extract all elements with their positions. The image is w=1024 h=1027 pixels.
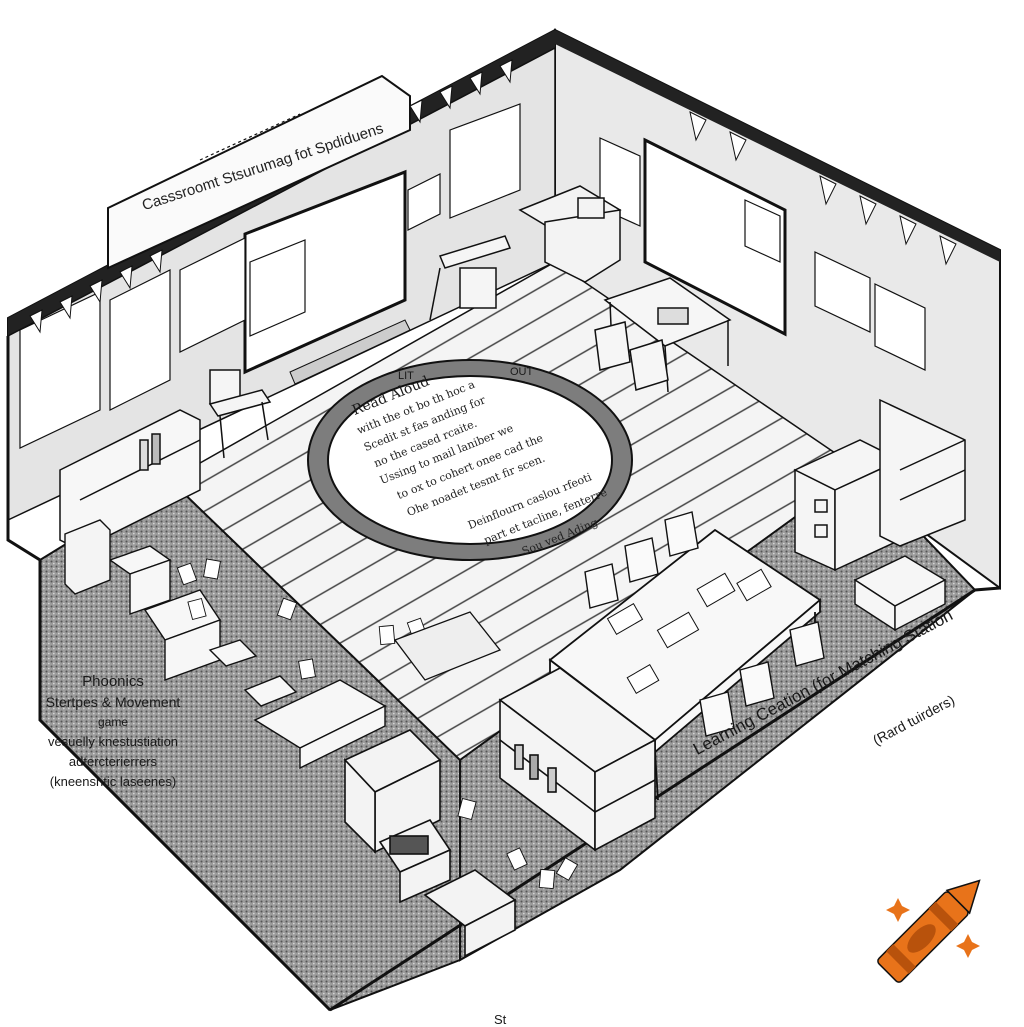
small-shelf bbox=[64, 519, 111, 595]
bottom-label: St bbox=[494, 1012, 507, 1027]
side-label-line: adtercterierrers bbox=[68, 754, 158, 769]
whiteboard-right bbox=[643, 137, 787, 337]
shelf-left bbox=[59, 409, 201, 551]
side-label-line: vesuelly knestustiation bbox=[47, 734, 179, 749]
easel bbox=[429, 235, 512, 321]
side-label-line: Phoonics bbox=[82, 673, 144, 690]
left-bins bbox=[343, 729, 517, 958]
side-box bbox=[853, 555, 947, 632]
rug-tab: OUT bbox=[510, 366, 534, 378]
bookshelf-front bbox=[498, 667, 657, 852]
card-mat bbox=[393, 611, 502, 681]
side-label-line: game bbox=[97, 715, 129, 729]
table-materials bbox=[606, 568, 772, 694]
whiteboard-left bbox=[243, 169, 411, 385]
wall-posters-left bbox=[19, 103, 521, 449]
left-desks bbox=[108, 545, 387, 770]
sparkle-icon bbox=[886, 898, 980, 958]
phonics-station-label: Phoonics Stertpes & Movement game vesuel… bbox=[8, 672, 218, 792]
teacher-chair bbox=[208, 369, 272, 459]
crayon-icon bbox=[877, 879, 981, 983]
rug-tab: LIT bbox=[398, 370, 414, 382]
side-label-line: Stertpes & Movement bbox=[45, 694, 181, 710]
small-table bbox=[594, 277, 732, 393]
bunting-right bbox=[689, 111, 957, 266]
cabinet-right bbox=[793, 398, 966, 572]
wall-sign-board bbox=[107, 74, 411, 270]
group-table-chairs bbox=[584, 511, 825, 737]
bunting-left bbox=[29, 59, 513, 334]
scattered-cards bbox=[176, 558, 579, 890]
side-label-line: (kneensntic laseenes) bbox=[49, 774, 177, 789]
teacher-desk bbox=[518, 185, 622, 283]
read-aloud-rug bbox=[307, 359, 633, 561]
